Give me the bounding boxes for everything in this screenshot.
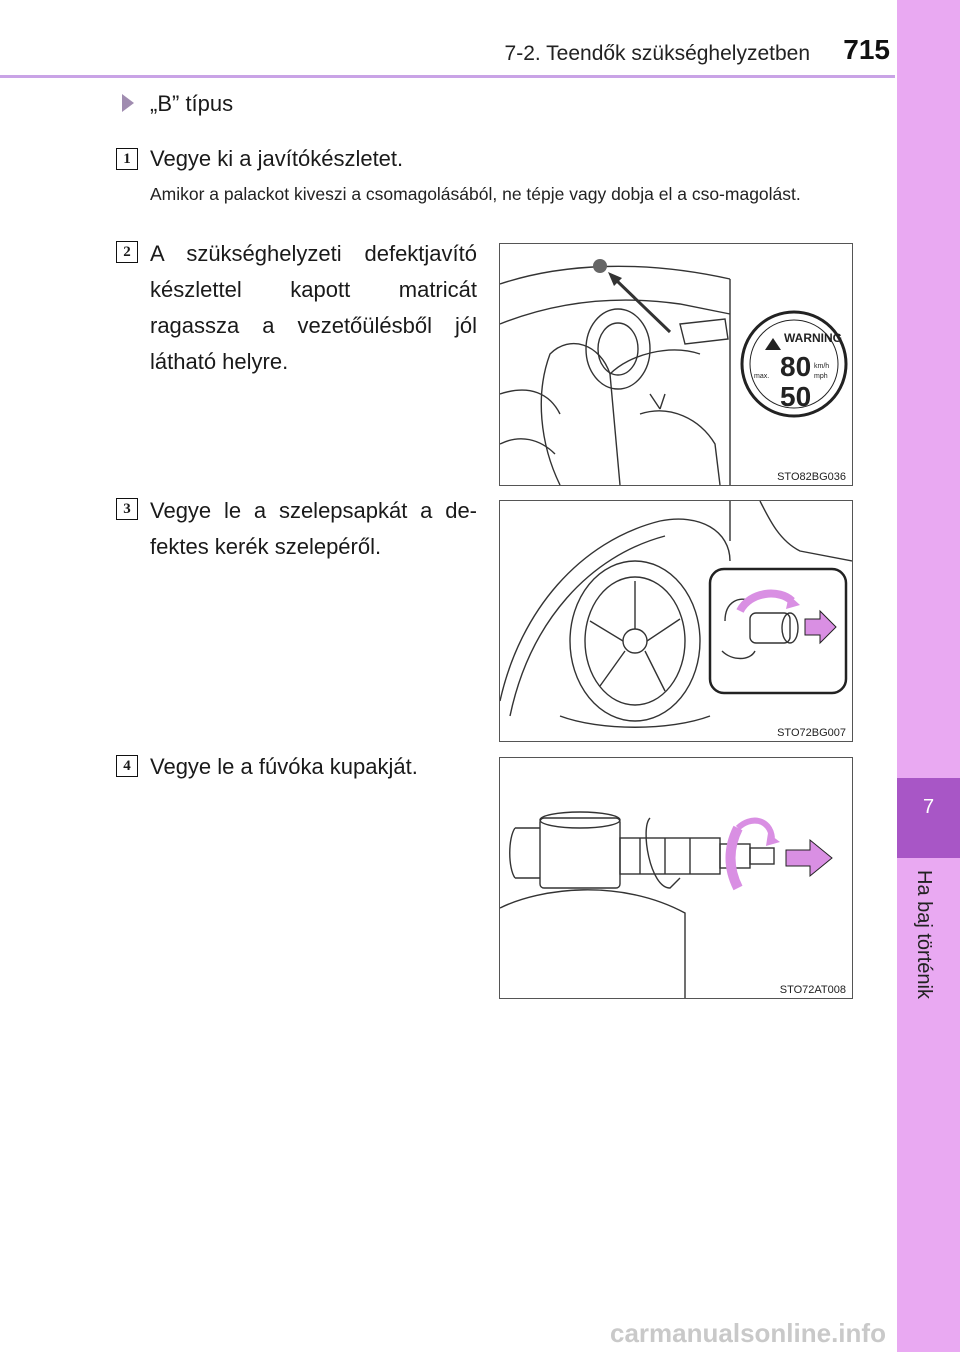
dashboard-illustration: WARNING 80 50 km/h mph max. [500,259,848,485]
figure-nozzle-cap-removal: STO72AT008 [499,757,853,999]
page-number: 715 [843,34,890,65]
step-4-text: Vegye le a fúvóka kupakját. [150,754,418,779]
figure-code: STO72AT008 [779,984,846,996]
step-number-1: 1 [116,148,138,170]
sticker-mph-unit: mph [814,373,828,380]
watermark: carmanualsonline.info [610,1318,886,1348]
sticker-mph-value: 50 [780,381,811,412]
figure-code: STO72BG007 [777,727,846,739]
sticker-max-label: max. [754,373,769,380]
wheel-illustration [500,501,852,728]
chapter-tab-block [897,778,960,858]
step-number-2: 2 [116,241,138,263]
chapter-number: 7 [922,796,935,818]
figure-code: STO82BG036 [777,471,846,483]
section-title: 7-2. Teendők szükséghelyzetben [504,42,810,65]
step-number-3: 3 [116,498,138,520]
sticker-warning-label: WARNING [784,331,842,345]
chapter-tab-strip [897,0,960,1352]
figure-sticker-placement: WARNING 80 50 km/h mph max. STO82BG036 [499,243,853,486]
header-divider [0,75,895,78]
step-3-text: Vegye le a szelepsapkát a de-fektes keré… [150,498,477,559]
warning-sticker: WARNING 80 50 km/h mph max. [740,310,848,418]
triangle-bullet-icon [122,94,134,112]
step-number-4: 4 [116,755,138,777]
step-1-note: Amikor a palackot kiveszi a csomagolásáb… [150,184,801,204]
step-2-text: A szükséghelyzeti defektjavító készlette… [150,241,477,374]
sticker-kmh-value: 80 [780,351,811,382]
bottle-illustration [500,811,833,998]
chapter-label: Ha baj történik [913,870,935,999]
sticker-kmh-unit: km/h [814,363,829,370]
type-heading: „B” típus [150,91,234,116]
figure-valve-cap-removal: STO72BG007 [499,500,853,742]
step-1-text: Vegye ki a javítókészletet. [150,146,404,171]
